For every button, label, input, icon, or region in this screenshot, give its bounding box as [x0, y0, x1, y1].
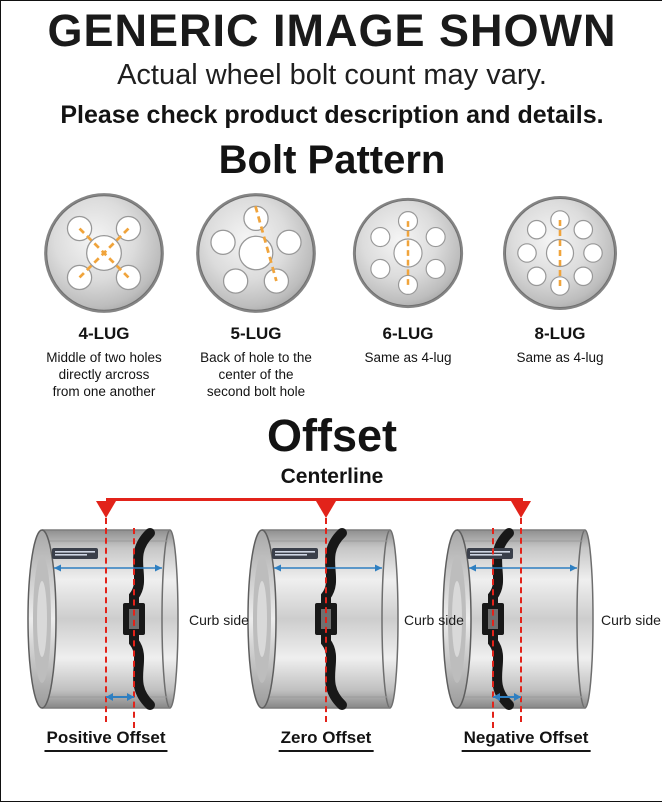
header: GENERIC IMAGE SHOWN Actual wheel bolt co… — [1, 1, 662, 130]
wheel-cross-section-positive — [27, 527, 179, 710]
curb-side-label-1: Curb side — [189, 611, 249, 628]
offset-measure-arrow-positive — [106, 692, 134, 701]
lug-5-description: Back of hole to the center of the second… — [200, 349, 312, 400]
wheel-cross-section-zero — [247, 527, 399, 710]
bolt-pattern-8-lug-icon — [503, 195, 617, 310]
lug-6-label: 6-LUG — [382, 323, 434, 343]
offset-type-label-positive: Positive Offset — [44, 728, 168, 752]
offset-diagram: Centerline — [1, 460, 662, 772]
bolt-pattern-4-lug-icon — [44, 192, 164, 313]
bolt-pattern-5-lug-icon — [196, 192, 316, 313]
lug-column-4: 4-LUG Middle of two holes directly arcro… — [28, 187, 180, 401]
offset-type-label-negative: Negative Offset — [461, 728, 591, 752]
lug-column-5: 5-LUG Back of hole to the center of the … — [180, 187, 332, 401]
lug-5-art — [193, 187, 319, 319]
offset-measure-arrow-negative — [493, 692, 521, 701]
lug-4-label: 4-LUG — [78, 323, 130, 343]
curb-side-label-2: Curb side — [404, 611, 464, 628]
centerline-marker-icon — [316, 500, 336, 518]
centerline-marker-icon — [96, 500, 116, 518]
bolt-pattern-title: Bolt Pattern — [218, 137, 446, 182]
offset-title: Offset — [266, 410, 397, 462]
page-subtitle: Actual wheel bolt count may vary. — [117, 58, 547, 91]
bolt-pattern-row: 4-LUG Middle of two holes directly arcro… — [1, 187, 662, 401]
page-note: Please check product description and det… — [60, 100, 604, 129]
centerline-dashed-positive — [105, 517, 107, 722]
centerline-dashed-negative — [520, 517, 522, 722]
curb-side-label-3: Curb side — [601, 611, 661, 628]
bolt-pattern-6-lug-icon — [352, 197, 464, 308]
centerline-line — [106, 497, 523, 501]
centerline-label: Centerline — [280, 464, 384, 488]
lug-4-art — [41, 187, 167, 319]
lug-4-description: Middle of two holes directly arcross fro… — [46, 349, 162, 400]
page-title: GENERIC IMAGE SHOWN — [47, 5, 617, 56]
mounting-face-line-negative — [492, 527, 494, 728]
lug-6-art — [350, 187, 466, 319]
lug-6-description: Same as 4-lug — [364, 349, 452, 365]
lug-column-8: 8-LUG Same as 4-lug — [484, 187, 636, 401]
mounting-face-line-positive — [133, 527, 135, 728]
lug-8-description: Same as 4-lug — [516, 349, 604, 365]
lug-5-label: 5-LUG — [230, 323, 282, 343]
centerline-marker-icon — [511, 500, 531, 518]
lug-8-label: 8-LUG — [534, 323, 586, 343]
lug-8-art — [500, 187, 620, 319]
offset-type-label-zero: Zero Offset — [278, 728, 374, 752]
centerline-dashed-zero — [325, 517, 327, 722]
lug-column-6: 6-LUG Same as 4-lug — [332, 187, 484, 401]
